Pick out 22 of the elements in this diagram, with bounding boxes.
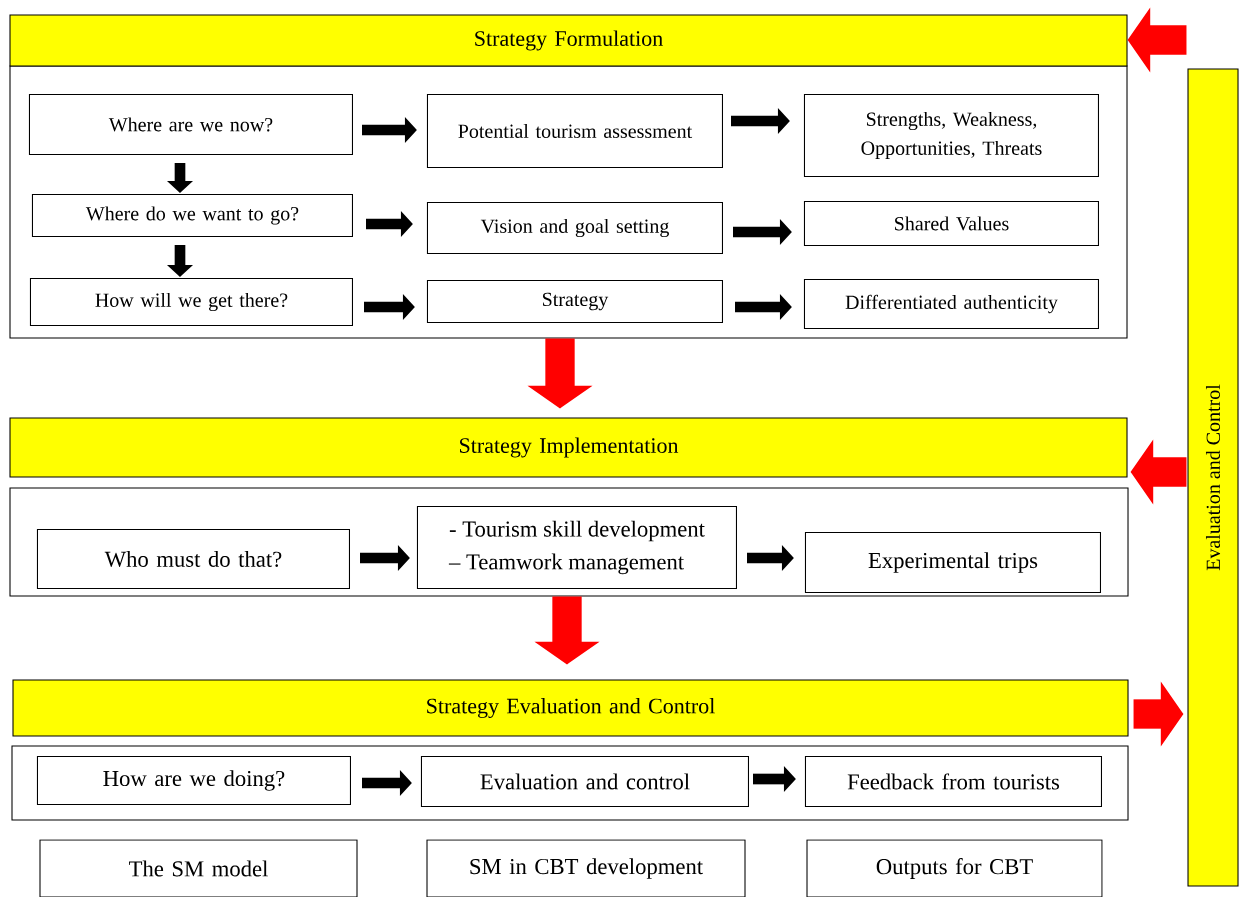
side-banner: Evaluation and Control — [1187, 68, 1239, 887]
process-box: Differentiated authenticity — [803, 278, 1099, 329]
process-box: Potential tourism assessment — [426, 93, 723, 168]
process-box: How will we get there? — [29, 277, 353, 326]
process-box: Where do we want to go? — [31, 193, 353, 237]
process-box: Where are we now? — [28, 93, 353, 155]
process-box: Strengths, Weakness, Opportunities, Threats — [803, 93, 1099, 177]
process-box: Strategy — [426, 279, 723, 323]
process-box: - Tourism skill development – Teamwork management — [416, 505, 737, 589]
stage-banner: Strategy Evaluation and Control — [12, 679, 1129, 737]
process-box: SM in CBT development — [426, 839, 746, 897]
process-box: Outputs for CBT — [806, 839, 1103, 897]
process-box: Who must do that? — [36, 528, 350, 589]
process-box: How are we doing? — [36, 755, 351, 805]
process-box: Feedback from tourists — [804, 755, 1102, 807]
process-box: The SM model — [39, 839, 358, 897]
process-box: Shared Values — [803, 200, 1099, 246]
process-box: Experimental trips — [804, 531, 1101, 593]
stage-banner: Strategy Implementation — [9, 417, 1128, 478]
process-box: Evaluation and control — [420, 755, 749, 807]
stage-banner: Strategy Formulation — [9, 14, 1128, 67]
process-box: Vision and goal setting — [426, 201, 723, 254]
